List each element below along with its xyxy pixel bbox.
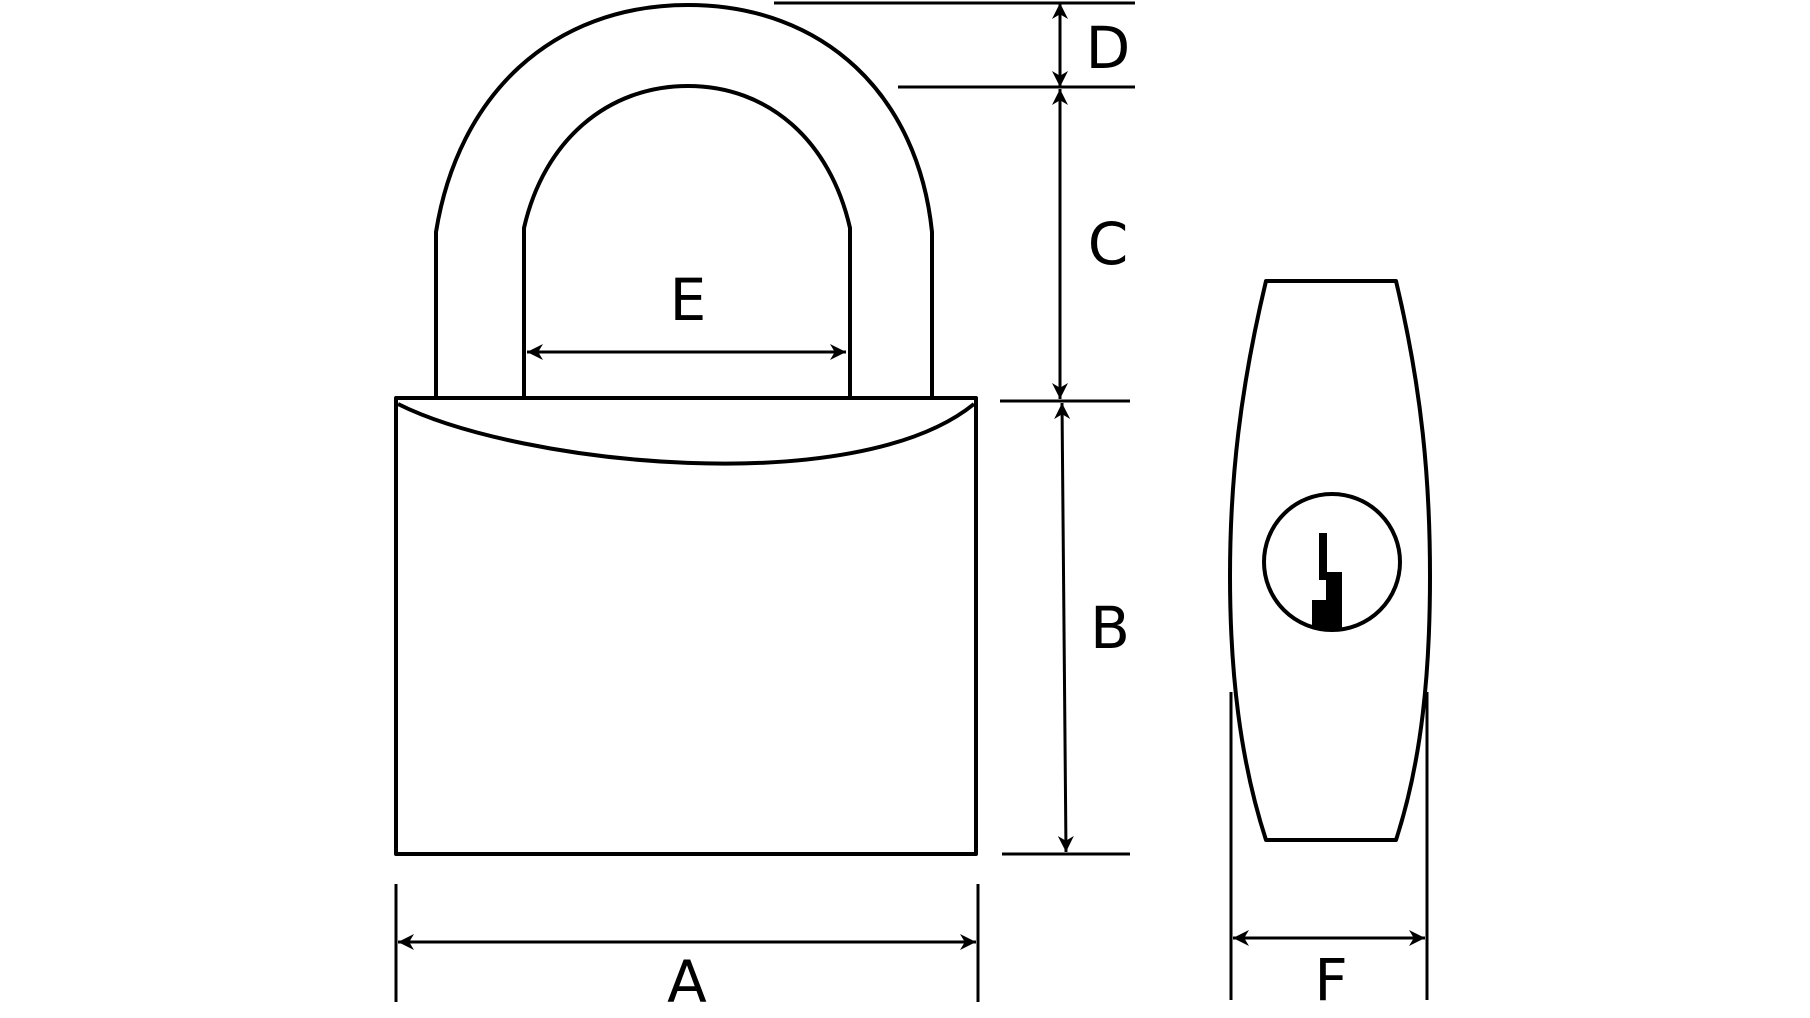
label-e: E bbox=[670, 266, 707, 334]
label-f: F bbox=[1314, 946, 1347, 1014]
dimension-labels: D C E B A F bbox=[667, 14, 1348, 1016]
side-body-outline bbox=[1228, 279, 1432, 842]
padlock-side-view bbox=[1228, 279, 1432, 842]
lock-body bbox=[394, 396, 978, 856]
lock-body-top-curve bbox=[397, 402, 976, 466]
label-b: B bbox=[1090, 594, 1130, 662]
label-c: C bbox=[1088, 210, 1129, 278]
shackle-outer bbox=[434, 3, 934, 398]
keyhole-cylinder bbox=[1262, 492, 1402, 632]
padlock-front-view bbox=[394, 3, 978, 856]
keyway-icon bbox=[1312, 533, 1342, 628]
label-d: D bbox=[1086, 14, 1131, 82]
dimension-arrows bbox=[398, 3, 1425, 950]
shackle-inner bbox=[522, 84, 852, 398]
label-a: A bbox=[667, 948, 707, 1016]
extension-lines bbox=[394, 1, 1429, 1002]
dimension-arrow-b bbox=[1054, 402, 1074, 853]
